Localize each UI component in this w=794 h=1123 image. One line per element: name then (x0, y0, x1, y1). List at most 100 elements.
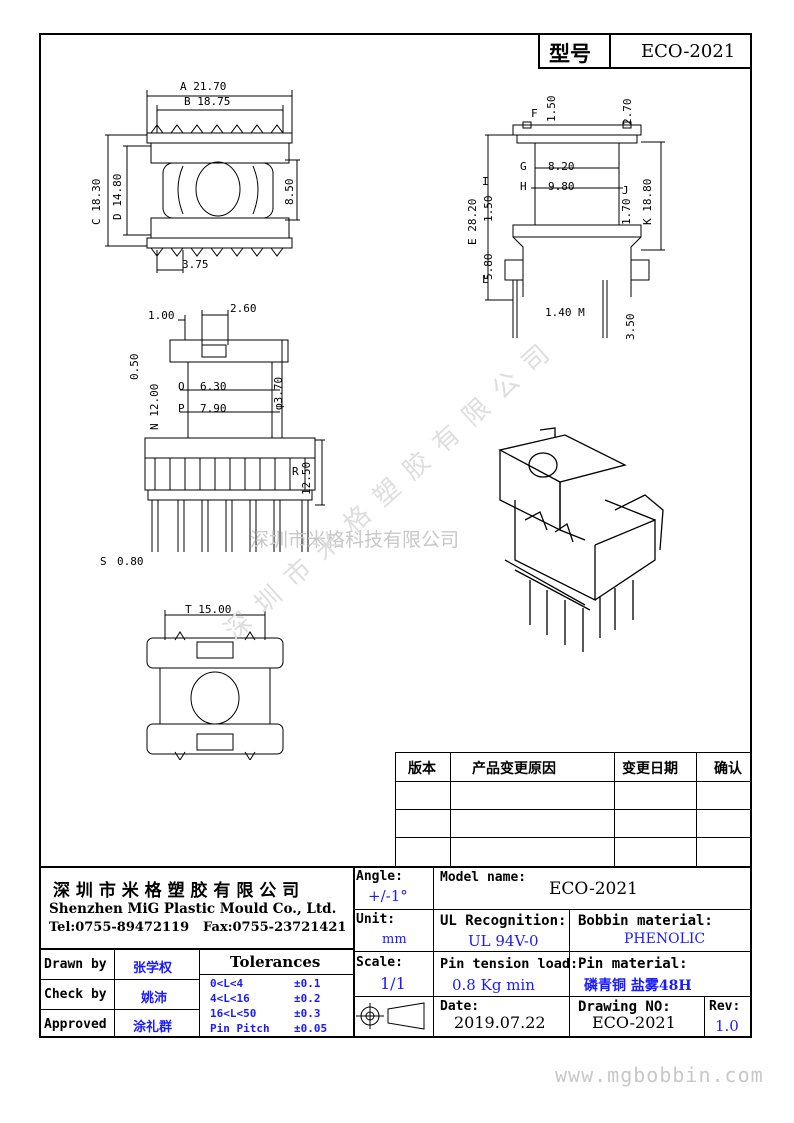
rev-table: 版本 产品变更原因 变更日期 确认 (395, 752, 752, 867)
model-header-value-cell: ECO-2021 (609, 33, 752, 69)
dim-t: T 15.00 (185, 603, 232, 616)
drawn-cell: Drawn by (39, 949, 115, 980)
drawn-value: 张学权 (133, 961, 173, 976)
dim-c: C 18.30 (90, 178, 103, 225)
approved-cell: Approved (39, 1009, 115, 1038)
unit-label: Unit: (356, 912, 396, 927)
ul-value: UL 94V-0 (468, 932, 539, 950)
dim-p-letter: P (178, 402, 185, 415)
angle-cell: Angle: +/-1° (353, 866, 434, 910)
dim-m: 1.40 M (545, 306, 585, 319)
rev-label: Rev: (709, 999, 741, 1014)
dim-j-letter: J (622, 184, 629, 197)
model-header-label-cell: 型号 (538, 33, 611, 69)
dim-b: B 18.75 (184, 95, 231, 108)
dim-s-value: 0.80 (117, 555, 144, 568)
dim-260: 2.60 (230, 302, 257, 315)
bottom-view-drawing (146, 610, 284, 760)
pin-tension-label: Pin tension load: (440, 956, 579, 972)
model-name-label: Model name: (440, 870, 527, 885)
company-tel: Tel:0755-89472119 (49, 920, 190, 935)
drawing-no-value: ECO-2021 (592, 1013, 676, 1032)
pin-material-value: 磷青铜 盐雾48H (584, 978, 692, 994)
dim-o-letter: O (178, 380, 185, 393)
scale-label: Scale: (356, 955, 403, 970)
dim-a: A 21.70 (180, 80, 227, 93)
dim-j-value: 1.70 (620, 198, 633, 226)
check-value: 姚沛 (141, 991, 168, 1006)
company-cell: 深 圳 市 米 格 塑 胶 有 限 公 司 Shenzhen MiG Plast… (39, 866, 355, 950)
unit-value: mm (382, 932, 407, 947)
tolerance-row: 16<L<50 ±0.3 (210, 1007, 321, 1020)
watermark-company: 深圳市米格科技有限公司 (250, 529, 460, 551)
company-fax: Fax:0755-23721421 (203, 920, 347, 935)
dim-h-value: 9.80 (548, 180, 575, 193)
company-name-en: Shenzhen MiG Plastic Mould Co., Ltd. (49, 901, 337, 917)
angle-label: Angle: (356, 869, 403, 884)
dim-100: 1.00 (148, 309, 175, 322)
scale-value: 1/1 (380, 974, 406, 993)
dim-s-letter: S (100, 555, 107, 568)
rev-header-reason: 产品变更原因 (472, 761, 556, 777)
dim-r-letter: R (292, 465, 299, 478)
dim-850: 8.50 (283, 178, 296, 206)
ul-label: UL Recognition: (440, 913, 567, 929)
bobbin-cell: Bobbin material: PHENOLIC (569, 909, 752, 952)
rev-cell: Rev: 1.0 (704, 996, 752, 1038)
dim-i-value: 1.50 (482, 195, 495, 223)
projection-cell (353, 996, 434, 1038)
pin-material-label: Pin material: (578, 956, 688, 972)
rev-value: 1.0 (715, 1017, 739, 1035)
front-view-drawing (144, 310, 325, 552)
pin-tension-cell: Pin tension load: 0.8 Kg min (433, 951, 578, 997)
dim-o-value: 6.30 (200, 380, 227, 393)
drawn-value-cell: 张学权 (114, 949, 200, 980)
dim-h-letter: H (520, 180, 527, 193)
dim-g-value: 8.20 (548, 160, 575, 173)
dim-e: E 28.20 (466, 198, 479, 245)
dim-r-value: 12.50 (300, 461, 313, 495)
side-view-drawing (485, 121, 665, 338)
dim-f-value: 1.50 (545, 95, 558, 123)
check-label: Check by (44, 987, 107, 1002)
ul-cell: UL Recognition: UL 94V-0 (433, 909, 570, 952)
dim-375: 3.75 (182, 258, 209, 271)
bobbin-value: PHENOLIC (624, 931, 706, 947)
model-header-value: ECO-2021 (641, 41, 736, 62)
drawn-label: Drawn by (44, 957, 107, 972)
tolerance-row: Pin Pitch ±0.05 (210, 1022, 328, 1035)
projection-symbol-icon (356, 1002, 425, 1030)
company-name-cn: 深 圳 市 米 格 塑 胶 有 限 公 司 (53, 881, 300, 901)
model-name-cell: Model name: ECO-2021 (433, 866, 752, 910)
approved-label: Approved (44, 1017, 107, 1032)
rev-header-date: 变更日期 (622, 761, 678, 777)
unit-cell: Unit: mm (353, 909, 434, 952)
dim-p-value: 7.90 (200, 402, 227, 415)
pin-tension-value: 0.8 Kg min (452, 976, 535, 994)
top-view-drawing (105, 90, 300, 273)
dim-l-value: 5.80 (482, 253, 495, 281)
approved-value: 涂礼群 (133, 1020, 173, 1035)
drawing-no-cell: Drawing NO: ECO-2021 (569, 996, 705, 1038)
dim-l-letter: L (482, 273, 489, 286)
tolerances-cell: Tolerances 0<L<4 ±0.1 4<L<16 ±0.2 16<L<5… (199, 949, 355, 1038)
scale-cell: Scale: 1/1 (353, 951, 434, 997)
angle-value: +/-1° (368, 887, 408, 905)
drawing-no-label: Drawing NO: (578, 999, 671, 1015)
dim-g-letter: G (520, 160, 527, 173)
rev-header-version: 版本 (408, 761, 436, 777)
approved-value-cell: 涂礼群 (114, 1009, 200, 1038)
date-value: 2019.07.22 (454, 1013, 546, 1032)
bobbin-label: Bobbin material: (578, 913, 713, 929)
check-value-cell: 姚沛 (114, 979, 200, 1010)
website-watermark: www.mgbobbin.com (555, 1063, 764, 1087)
dim-f-letter: F (531, 107, 538, 120)
pin-material-cell: Pin material: 磷青铜 盐雾48H (569, 951, 752, 997)
isometric-view-drawing (498, 427, 664, 652)
date-cell: Date: 2019.07.22 (433, 996, 570, 1038)
tolerance-row: 0<L<4 ±0.1 (210, 977, 321, 990)
model-header-label: 型号 (549, 42, 591, 66)
tolerances-title: Tolerances (230, 953, 321, 971)
dim-d: D 14.80 (111, 173, 124, 220)
dim-n: N 12.00 (148, 383, 161, 430)
